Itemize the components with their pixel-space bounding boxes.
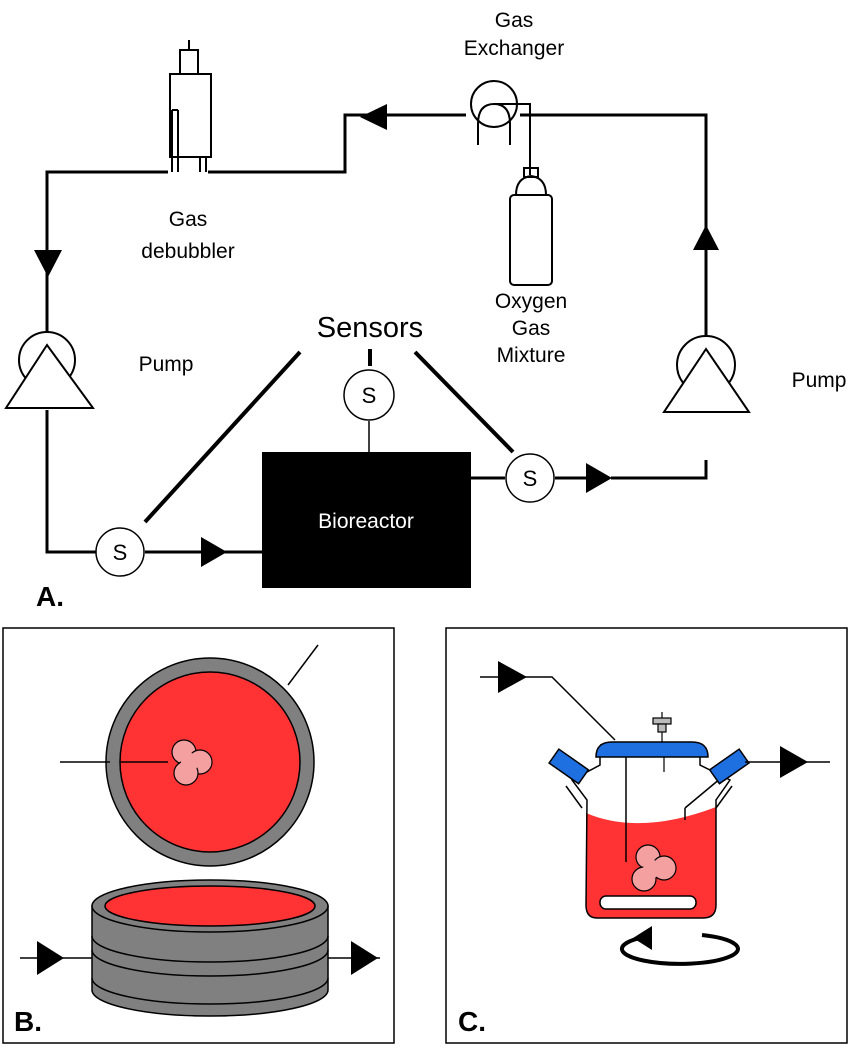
flask-lid [595, 741, 709, 758]
gas-exchanger-label-line2: Exchanger [464, 37, 564, 60]
spinner-flask [565, 744, 734, 919]
oxygen-label-line1: Oxygen [495, 290, 567, 313]
oxygen-label-line3: Mixture [497, 344, 566, 367]
pump-right-symbol [662, 335, 751, 413]
panel-b-label: B. [14, 1006, 42, 1037]
tissue-sample-c [631, 844, 677, 892]
flow-arrow-right [201, 537, 227, 567]
oxygen-label-line2: Gas [512, 317, 551, 340]
panel-a [4, 40, 751, 588]
gas-exchanger-label-line1: Gas [495, 9, 534, 32]
gas-debubbler-label-line2: debubbler [141, 240, 234, 263]
oxygen-gas-tank [509, 160, 553, 286]
tissue-sample-b [171, 739, 213, 786]
flask-port-left [548, 748, 590, 785]
flow-arrow-up [693, 225, 719, 250]
panel-c-label: C. [458, 1006, 486, 1037]
stir-bar [599, 895, 697, 910]
flow-arrow-right [780, 746, 808, 778]
pump-right-label: Pump [792, 369, 847, 392]
pump-left-symbol [4, 331, 95, 409]
sensor-symbol-inlet: S [113, 540, 128, 565]
gas-debubbler [169, 40, 212, 172]
flow-arrow-down [34, 250, 62, 277]
flow-arrow-left [360, 104, 387, 130]
panel-b [2, 627, 395, 1044]
gas-exchanger [470, 80, 531, 175]
flow-arrow-right [498, 661, 527, 693]
sensor-outlet [505, 453, 555, 503]
gas-debubbler-label-line1: Gas [169, 208, 208, 231]
flow-arrows [34, 104, 719, 567]
pump-left-label: Pump [139, 353, 194, 376]
bioreactor-box [262, 452, 471, 588]
panel-c-frame [445, 627, 848, 1044]
panel-b-frame [2, 627, 395, 1044]
panel-a-label: A. [36, 581, 64, 612]
sensors-label: Sensors [317, 312, 423, 344]
bioreactor-label: Bioreactor [318, 510, 414, 533]
panel-c [445, 627, 848, 1044]
flask-port-right [708, 748, 750, 785]
flow-arrow-right [351, 941, 378, 975]
sensor-leads [143, 349, 515, 524]
chamber-side-view [91, 879, 329, 1017]
sensor-symbol-top: S [362, 383, 377, 408]
flow-arrow-right [37, 941, 64, 975]
flask-probe [652, 712, 672, 742]
sensor-inlet [95, 527, 145, 577]
rotation-arrow [620, 926, 740, 966]
tubing [45, 113, 708, 554]
flow-arrow-right [586, 463, 612, 493]
sensor-top [343, 369, 395, 421]
sensor-symbol-outlet: S [523, 466, 538, 491]
